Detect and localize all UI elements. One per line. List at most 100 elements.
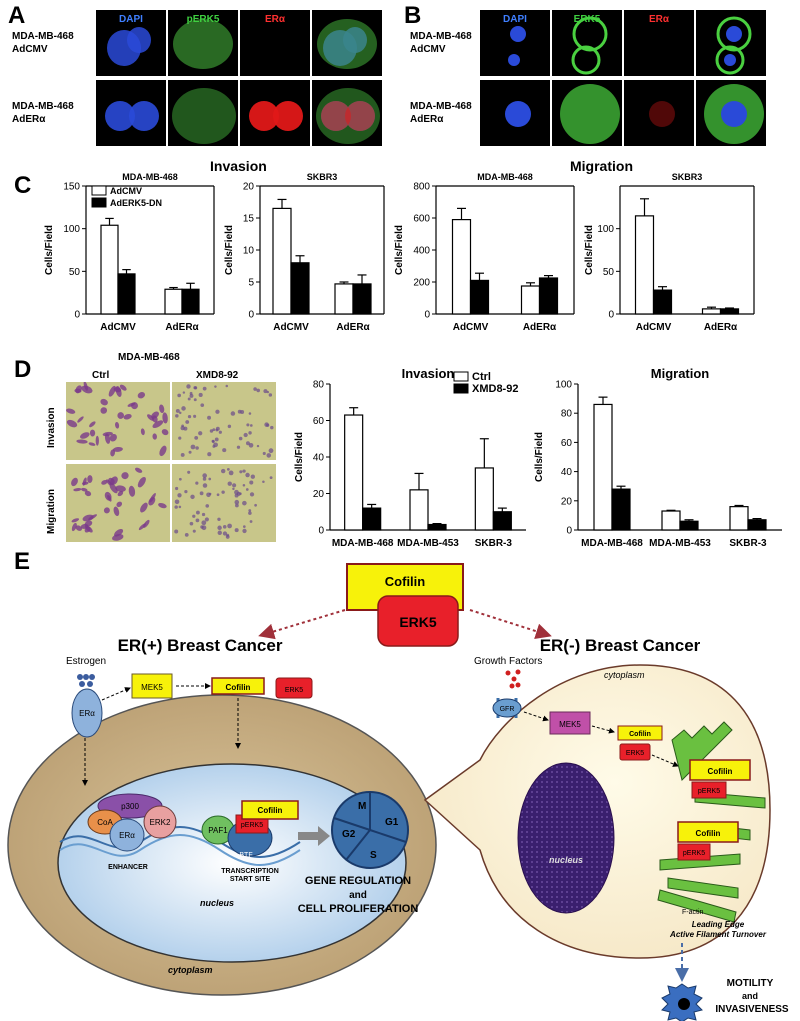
chartC2-ylabel: Cells/Field [224,225,235,275]
chart-d2: Migration020406080100Cells/FieldMDA-MB-4… [534,366,782,549]
er-receptor-label: ERα [79,709,95,718]
complex-erk5-label: ERK5 [399,614,437,630]
chartD1-bar-0-2 [474,467,494,531]
panelB-image-r0c2 [624,10,694,76]
factin-label: F-actin [682,909,704,916]
chartC1-legend-label-0: AdCMV [110,186,142,196]
panel-d-letter: D [14,356,32,383]
gene-regulation-label: GENE REGULATION [305,875,411,887]
chartC2-bar-1-1 [352,283,372,315]
cycle-s: S [370,850,377,861]
panelB-col-label-1: ERK5 [573,14,601,25]
panelA-col-label-0: DAPI [119,14,143,25]
panel-d-photo-title: MDA-MB-468 [118,352,180,363]
cofilin-edge-2: Cofilin [696,829,721,838]
panelA-row-label-0: MDA-MB-468 AdCMV [12,31,74,55]
tss-label-1: TRANSCRIPTION [221,868,279,875]
chartD1-xcat-1: MDA-MB-453 [397,538,459,549]
panelB-image-r1c1 [552,80,622,146]
chartD2-ylabel: Cells/Field [534,432,545,482]
er-positive-cell: Estrogen ERα MEK5 Cofilin ERK5 p300 CoA … [7,656,437,996]
er-negative-cell: Growth Factors GFR cytoplasm MEK5 Cofili… [423,656,789,1021]
chartC2-xcat-0: AdCMV [273,322,309,333]
chartC2-bar-0-0 [272,207,292,315]
panelB-row-label-0: MDA-MB-468 AdCMV [410,31,472,55]
chartC4-ytick: 0 [608,310,614,321]
chartC2-xcat-1: AdERα [336,322,370,333]
chartC1-ytick: 100 [63,224,80,235]
chartC3-ytick: 600 [413,214,430,225]
chartC3-xcat-1: AdERα [523,322,557,333]
nucleus-label-right: nucleus [549,855,583,865]
chartC3-ylabel: Cells/Field [394,225,405,275]
chartC4-bar-1-1 [719,308,740,315]
btf-label: BTF [239,852,252,859]
panelB-image-r1c3 [696,80,766,146]
chartC1-xcat-1: AdERα [165,322,199,333]
cytoplasm-label-left: cytoplasm [168,965,213,975]
cell-proliferation-label: CELL PROLIFERATION [298,903,419,915]
chartD1-ytick: 80 [313,380,325,391]
motility-label: MOTILITY [727,978,774,989]
chartC2-bar-1-0 [290,262,310,315]
panel-a-letter: A [8,2,26,29]
panel-c-letter: C [14,172,32,199]
chartD2-ytick: 40 [561,467,573,478]
photo-col-xmd: XMD8-92 [196,370,239,381]
chartC1-xcat-0: AdCMV [100,322,136,333]
panelB-image-r1c2 [624,80,694,146]
and-label: and [349,890,367,901]
erk5-label-right: ERK5 [626,750,644,757]
chartD1-title: Invasion [402,366,455,381]
panel-c-invasion-title: Invasion [210,158,267,174]
chartD1-bar-1-1 [427,523,447,531]
chartD2-bar-1-0 [611,488,631,531]
perk5-edge-2: pERK5 [683,850,705,857]
chartD2-bar-0-1 [661,510,681,531]
perk5-edge-1: pERK5 [698,788,720,795]
chartD1-ytick: 40 [313,453,325,464]
nucleus-label-left: nucleus [200,898,234,908]
chartC4-bar-1-0 [652,289,673,315]
chartD1-ytick: 0 [318,526,324,537]
panelB-image-r0c0 [480,10,550,76]
perk5-label-left: pERK5 [241,822,263,829]
chartC4-bar-0-0 [634,215,655,315]
photo-row-migration-label: Migration [46,489,57,534]
panelA-col-label-2: ERα [264,14,286,25]
chartD2-ytick: 20 [561,496,573,507]
chartC4-ylabel: Cells/Field [584,225,595,275]
panel-e-letter: E [14,548,31,575]
mek5-label-right: MEK5 [559,720,581,729]
chartC2-ytick: 20 [243,182,255,193]
chartC1-ytick: 0 [74,310,80,321]
er-pos-title: ER(+) Breast Cancer [118,636,283,655]
chartC1-ytick: 150 [63,182,80,193]
erk2-label: ERK2 [150,818,171,827]
cycle-g2: G2 [342,829,356,840]
panelB-image-r1c0 [480,80,550,146]
chartC4-ytick: 100 [597,224,614,235]
chartC4-title: SKBR3 [672,172,703,182]
chartC2-ytick: 0 [248,310,254,321]
panelA-image-r1c3 [312,80,382,146]
panel-e-diagram: Cofilin ERK5 ER(+) Breast Cancer ER(-) B… [7,563,789,1021]
panelA-image-r1c1 [168,80,238,146]
cofilin-label-left: Cofilin [226,683,251,692]
paf1-label: PAF1 [208,826,228,835]
chartD2-ytick: 60 [561,438,573,449]
chartC1-legend-swatch-0 [91,185,107,196]
panelB-col-label-0: DAPI [503,14,527,25]
complex-cofilin-label: Cofilin [385,574,425,589]
chartD2-ytick: 100 [555,380,572,391]
growth-factors-label: Growth Factors [474,656,542,667]
estrogen-label: Estrogen [66,656,106,667]
chartD1-xcat-2: SKBR-3 [475,538,513,549]
chartC4-ytick: 50 [603,267,615,278]
er-dna-label: ERα [119,831,135,840]
leading-edge-label-1: Leading Edge [692,920,745,929]
